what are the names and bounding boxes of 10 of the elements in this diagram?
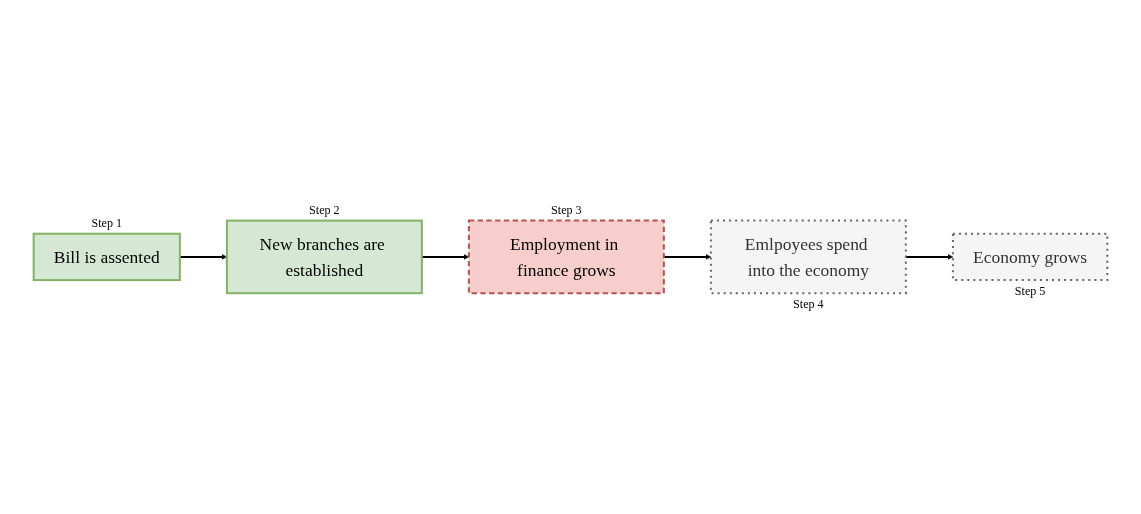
step-label: Step 3 — [551, 202, 582, 217]
step-label: Step 1 — [91, 216, 123, 231]
node-box: Employment in finance grows — [467, 219, 665, 295]
step-label: Step 2 — [309, 202, 340, 217]
node-box: Economy grows — [951, 232, 1109, 282]
node-box: Emlpoyees spend into the economy — [709, 219, 907, 295]
step-label: Step 5 — [1014, 283, 1046, 298]
step-label: Step 4 — [793, 297, 824, 312]
node-box: Bill is assented — [32, 232, 181, 282]
node-box: New branches are established — [225, 219, 423, 295]
